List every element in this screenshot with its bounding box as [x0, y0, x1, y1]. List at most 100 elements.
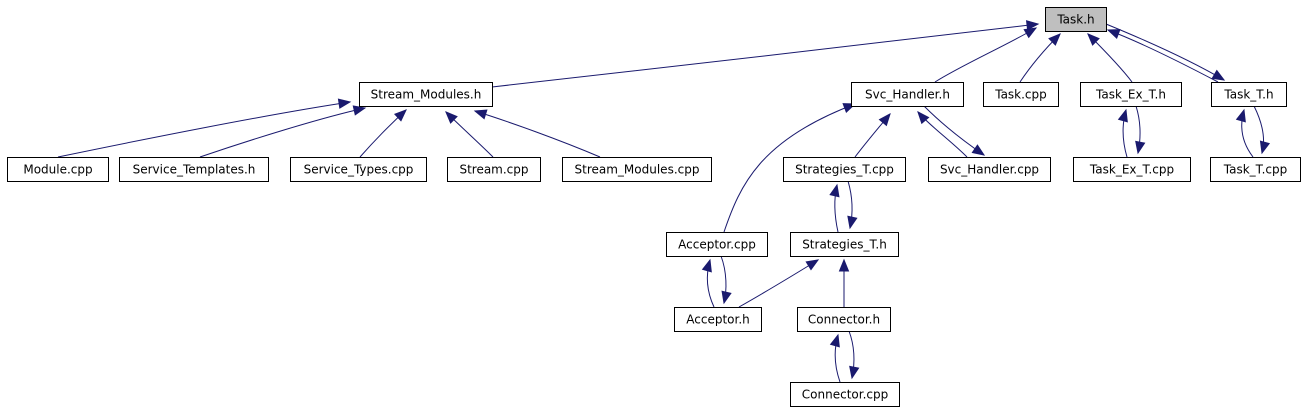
edge-strategies_t_cpp-to-svc_handler_h	[854, 112, 891, 158]
arrowhead-icon	[849, 365, 860, 380]
node-box[interactable]	[290, 157, 427, 182]
node-svc_handler_h[interactable]: Svc_Handler.h	[851, 82, 964, 107]
node-box[interactable]	[928, 157, 1051, 182]
node-box[interactable]	[1210, 157, 1301, 182]
arrowhead-icon	[1259, 140, 1271, 155]
edge-task_ex_t_h-to-task_ex_t_cpp	[1135, 105, 1146, 155]
edge-line	[1105, 23, 1225, 81]
arrowhead-icon	[1087, 33, 1100, 46]
edge-connector_h-to-connector_cpp	[848, 330, 860, 380]
node-acceptor_h[interactable]: Acceptor.h	[674, 307, 762, 332]
arrowhead-icon	[1023, 27, 1038, 39]
node-acceptor_cpp[interactable]: Acceptor.cpp	[666, 232, 768, 257]
node-label: Svc_Handler.h	[865, 88, 950, 102]
edge-connector_cpp-to-connector_h	[829, 333, 841, 383]
node-box[interactable]	[447, 157, 541, 182]
edge-task_ex_t_cpp-to-task_ex_t_h	[1117, 108, 1128, 158]
edge-svc_handler_h-to-task_h	[934, 27, 1038, 83]
arrowhead-icon	[393, 109, 407, 122]
edge-connector_h-to-strategies_t_h	[838, 258, 850, 308]
arrowhead-icon	[721, 290, 732, 305]
edge-line	[923, 105, 985, 156]
node-box[interactable]	[1073, 157, 1191, 182]
arrowhead-icon	[805, 259, 820, 271]
node-label: Task.h	[1056, 13, 1094, 27]
node-task_t_h[interactable]: Task_T.h	[1211, 82, 1287, 107]
node-task_cpp[interactable]: Task.cpp	[983, 82, 1059, 107]
node-label: Service_Templates.h	[133, 163, 256, 177]
edge-acceptor_cpp-to-acceptor_h	[720, 255, 732, 305]
node-label: Strategies_T.h	[802, 238, 887, 252]
node-task_ex_t_h[interactable]: Task_Ex_T.h	[1080, 82, 1182, 107]
edge-line	[474, 110, 601, 158]
node-label: Acceptor.cpp	[678, 238, 756, 252]
edge-stream_modules_cpp-to-stream_modules_h	[473, 109, 601, 158]
node-label: Module.cpp	[23, 163, 92, 177]
node-connector_cpp[interactable]: Connector.cpp	[790, 382, 900, 407]
node-service_types_cpp[interactable]: Service_Types.cpp	[290, 157, 427, 182]
arrowhead-icon	[878, 112, 891, 127]
edges-layer	[57, 20, 1271, 383]
node-box[interactable]	[7, 157, 109, 182]
node-box[interactable]	[790, 232, 899, 257]
node-box[interactable]	[783, 157, 906, 182]
edge-stream_modules_h-to-task_h	[491, 20, 1040, 88]
node-task_h[interactable]: Task.h	[1045, 7, 1107, 32]
arrowhead-icon	[1135, 140, 1146, 155]
arrowhead-icon	[847, 215, 858, 230]
edge-line	[491, 23, 1039, 88]
edge-line	[723, 103, 856, 233]
arrowhead-icon	[701, 258, 712, 273]
edge-task_t_h-to-task_t_cpp	[1253, 105, 1271, 155]
node-svc_handler_cpp[interactable]: Svc_Handler.cpp	[928, 157, 1051, 182]
node-stream_cpp[interactable]: Stream.cpp	[447, 157, 541, 182]
node-box[interactable]	[790, 382, 900, 407]
arrowhead-icon	[473, 109, 488, 120]
node-box[interactable]	[359, 82, 493, 107]
node-box[interactable]	[797, 307, 891, 332]
node-strategies_t_cpp[interactable]: Strategies_T.cpp	[783, 157, 906, 182]
node-stream_modules_cpp[interactable]: Stream_Modules.cpp	[562, 157, 712, 182]
node-label: Service_Types.cpp	[304, 163, 414, 177]
edge-svc_handler_cpp-to-svc_handler_h	[917, 110, 968, 158]
arrowhead-icon	[352, 105, 367, 116]
node-label: Stream_Modules.cpp	[575, 163, 700, 177]
node-label: Acceptor.h	[686, 313, 750, 327]
arrowhead-icon	[838, 258, 850, 272]
node-label: Task_Ex_T.h	[1095, 88, 1166, 102]
node-label: Strategies_T.cpp	[795, 163, 894, 177]
node-module_cpp[interactable]: Module.cpp	[7, 157, 109, 182]
arrowhead-icon	[829, 183, 840, 198]
edge-stream_cpp-to-stream_modules_h	[445, 111, 494, 158]
node-box[interactable]	[983, 82, 1059, 107]
node-stream_modules_h[interactable]: Stream_Modules.h	[359, 82, 493, 107]
edge-task_h-to-task_t_h	[1105, 23, 1226, 81]
arrowhead-icon	[971, 144, 986, 156]
arrowhead-icon	[1048, 33, 1061, 46]
node-box[interactable]	[562, 157, 712, 182]
edge-acceptor_h-to-acceptor_cpp	[701, 258, 715, 308]
edge-svc_handler_h-to-svc_handler_cpp	[923, 105, 986, 156]
node-label: Task_T.cpp	[1223, 163, 1287, 177]
node-label: Task.cpp	[994, 88, 1047, 102]
node-box[interactable]	[851, 82, 964, 107]
node-strategies_t_h[interactable]: Strategies_T.h	[790, 232, 899, 257]
edge-task_cpp-to-task_h	[1019, 33, 1061, 83]
node-connector_h[interactable]: Connector.h	[797, 307, 891, 332]
node-box[interactable]	[1045, 7, 1107, 32]
node-box[interactable]	[1211, 82, 1287, 107]
edge-line	[199, 107, 366, 158]
node-task_ex_t_cpp[interactable]: Task_Ex_T.cpp	[1073, 157, 1191, 182]
arrowhead-icon	[337, 98, 352, 109]
node-box[interactable]	[1080, 82, 1182, 107]
node-label: Connector.cpp	[802, 388, 888, 402]
node-box[interactable]	[119, 157, 269, 182]
node-label: Connector.h	[808, 313, 880, 327]
edge-line	[57, 101, 351, 158]
node-service_templates_h[interactable]: Service_Templates.h	[119, 157, 269, 182]
node-box[interactable]	[666, 232, 768, 257]
node-box[interactable]	[674, 307, 762, 332]
node-task_t_cpp[interactable]: Task_T.cpp	[1210, 157, 1301, 182]
edge-task_t_h-to-task_h	[1106, 29, 1219, 83]
